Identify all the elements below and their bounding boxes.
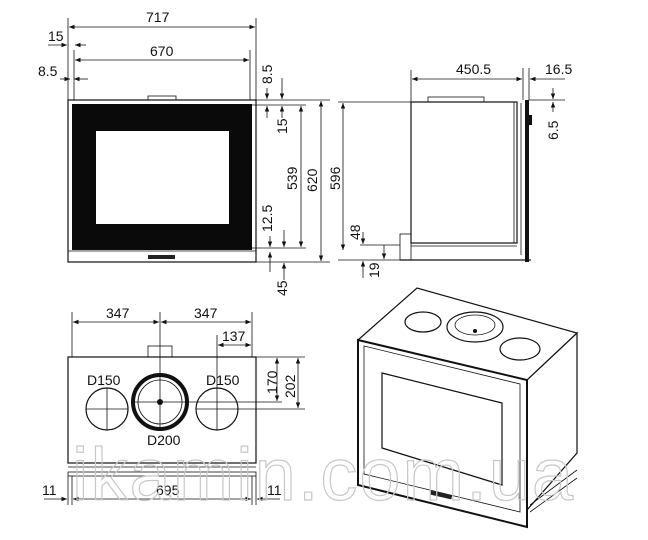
dim-depth: 450.5: [456, 61, 491, 77]
side-body: [410, 101, 518, 244]
dim-base-height: 19: [366, 262, 382, 278]
dim-height: 596: [327, 166, 343, 190]
side-view: [399, 96, 532, 262]
side-door: [525, 100, 529, 262]
dim-width: 695: [156, 482, 180, 498]
dim-width-inner: 670: [150, 43, 174, 59]
top-view: [67, 312, 257, 477]
perspective-glass: [381, 372, 503, 486]
dim-width-total: 717: [146, 9, 170, 25]
dim-outlet-offset: 137: [222, 328, 246, 344]
top-collar: [147, 95, 177, 101]
dim-half-right: 347: [194, 305, 218, 321]
dim-center-depth: 170: [264, 370, 280, 394]
dim-bottom-frame: 12.5: [259, 205, 275, 232]
door-handle: [148, 255, 175, 259]
dim-half-left: 347: [106, 305, 130, 321]
dim-foot-height: 48: [347, 224, 363, 240]
dim-side-right: 11: [267, 482, 282, 498]
dim-left-offset: 8.5: [38, 63, 58, 79]
dim-bottom-base: 45: [274, 280, 290, 296]
front-view: [67, 95, 257, 263]
dim-door-offset: 6.5: [545, 120, 561, 140]
label-right-outlet: D150: [206, 372, 240, 388]
dim-left-offset-top: 15: [48, 28, 64, 44]
top-dimensions: 347 347 137 170 202 D150 D150 D200 11 69…: [42, 305, 305, 505]
dim-height-total: 620: [304, 168, 320, 192]
glass-window: [96, 131, 229, 224]
front-dimensions: 717 670 15 8.5 8.5 15 539 620 12.5 45: [38, 9, 330, 296]
label-left-outlet: D150: [87, 372, 121, 388]
side-dimensions: 450.5 16.5 6.5 596 48 19: [327, 61, 572, 278]
dim-side-left: 11: [42, 482, 57, 498]
dim-outlet-depth: 202: [282, 374, 298, 398]
watermark: ikamin.com.ua: [72, 433, 575, 516]
dim-top-frame: 15: [274, 118, 290, 134]
dim-height-inner: 539: [284, 166, 300, 190]
label-center-outlet: D200: [147, 432, 181, 448]
dim-door-depth: 16.5: [545, 61, 572, 77]
perspective-view: [356, 287, 579, 529]
dim-top-offset: 8.5: [259, 64, 275, 84]
